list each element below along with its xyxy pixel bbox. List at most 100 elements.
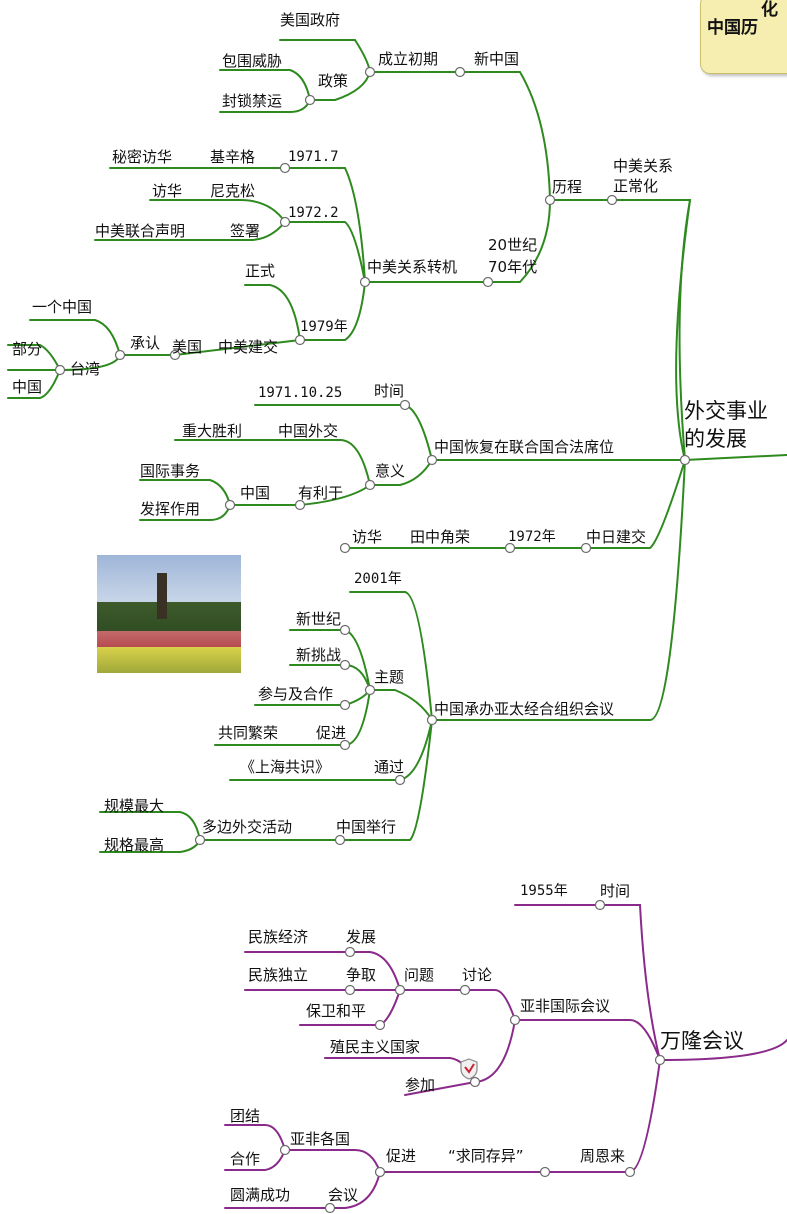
junction-dot — [339, 739, 351, 751]
node-minzuduli: 民族独立 — [248, 966, 309, 984]
node-zhongda: 重大胜利 — [182, 422, 243, 440]
node-taolun: 讨论 — [462, 966, 493, 984]
node-zhongmei-1: 中美关系 — [613, 157, 674, 175]
node-huifu: 中国恢复在联合国合法席位 — [434, 438, 615, 456]
junction-dot — [224, 499, 236, 511]
node-shanghai: 《上海共识》 — [240, 758, 331, 776]
node-waijiao-line2: 的发展 — [684, 427, 747, 451]
node-zhongguo-1: 中国 — [12, 378, 43, 396]
node-fengsuo: 封锁禁运 — [222, 92, 283, 110]
node-duobian: 多边外交活动 — [202, 818, 293, 836]
junction-dot — [279, 1144, 291, 1156]
node-shijian-2: 时间 — [600, 882, 631, 900]
node-waijiao: 外交事业 — [684, 399, 768, 423]
node-zhengshi: 正式 — [245, 262, 276, 280]
junction-dot — [482, 276, 494, 288]
junction-dot — [394, 774, 406, 786]
node-canjia: 参加 — [405, 1076, 436, 1094]
junction-dot — [294, 334, 306, 346]
node-1971-7: 1971.7 — [288, 149, 339, 165]
junction-dot — [339, 699, 351, 711]
node-zhongmei-2: 正常化 — [613, 177, 659, 195]
node-meiguozhengfu: 美国政府 — [280, 11, 341, 29]
junction-dot — [509, 1014, 521, 1026]
junction-dot — [344, 984, 356, 996]
junction-dot — [654, 1054, 666, 1066]
node-wanlong: 万隆会议 — [660, 1029, 744, 1053]
corner-line-1: 化 — [761, 0, 778, 20]
node-zhongguo-2: 中国 — [240, 484, 271, 502]
corner-line-2: 中国历 — [707, 18, 758, 38]
node-zhongguowaijiao: 中国外交 — [278, 422, 339, 440]
node-cujin-2: 促进 — [386, 1147, 417, 1165]
node-zhimin: 殖民主义国家 — [330, 1038, 421, 1056]
junction-dot — [364, 684, 376, 696]
junction-dot — [454, 66, 466, 78]
node-chengren: 承认 — [130, 334, 161, 352]
node-xinshiji: 新世纪 — [296, 610, 342, 628]
junction-dot — [114, 349, 126, 361]
windmill-photo — [97, 555, 241, 673]
junction-dot — [304, 94, 316, 106]
junction-dot — [624, 1166, 636, 1178]
node-jixinge: 基辛格 — [210, 148, 256, 166]
junction-dot — [324, 1202, 336, 1214]
node-shengming: 中美联合声明 — [95, 222, 186, 240]
corner-title-note: 化 中国历 — [700, 0, 787, 74]
node-apec: 中国承办亚太经合组织会议 — [434, 700, 615, 718]
node-yigezhongguo: 一个中国 — [32, 298, 93, 316]
node-baowei: 包围威胁 — [222, 52, 283, 70]
node-tuanjie: 团结 — [230, 1107, 261, 1125]
junction-dot — [359, 276, 371, 288]
node-1972-2: 1972.2 — [288, 205, 339, 221]
junction-dot — [594, 899, 606, 911]
node-jianjiao: 中美建交 — [218, 338, 279, 356]
node-huiyi: 会议 — [328, 1186, 359, 1204]
junction-dot — [294, 499, 306, 511]
node-yiyi: 意义 — [375, 462, 406, 480]
node-zhouenlai: 周恩来 — [580, 1147, 626, 1165]
junction-dot — [339, 624, 351, 636]
node-year70-b: 70年代 — [488, 258, 538, 276]
node-tongguo: 通过 — [374, 758, 405, 776]
junction-dot — [374, 1166, 386, 1178]
node-guimo: 规模最大 — [104, 797, 165, 815]
node-meiguo: 美国 — [172, 338, 203, 356]
junction-dot — [426, 714, 438, 726]
node-qiutong: “求同存异” — [448, 1147, 524, 1165]
node-bufen: 部分 — [12, 340, 43, 358]
junction-dot — [339, 542, 351, 554]
node-gongtong: 共同繁荣 — [218, 724, 279, 742]
node-zhongri: 中日建交 — [586, 528, 647, 546]
junction-dot — [469, 1076, 481, 1088]
node-mimi: 秘密访华 — [112, 148, 173, 166]
node-yafei: 亚非国际会议 — [520, 997, 611, 1015]
node-xinzhongguo: 新中国 — [474, 50, 520, 68]
node-lishi: 历程 — [552, 178, 583, 196]
junction-dot — [394, 984, 406, 996]
junction-dot — [339, 659, 351, 671]
junction-dot — [544, 194, 556, 206]
node-qianshu: 签署 — [230, 222, 261, 240]
node-minzujingji: 民族经济 — [248, 928, 309, 946]
node-hezuo: 合作 — [230, 1150, 261, 1168]
node-fazhan: 发展 — [346, 928, 377, 946]
node-juxing: 中国举行 — [336, 818, 397, 836]
junction-dot — [426, 454, 438, 466]
junction-dot — [364, 479, 376, 491]
junction-dot — [504, 542, 516, 554]
node-yuanman: 圆满成功 — [230, 1186, 291, 1204]
node-guige: 规格最高 — [104, 836, 165, 854]
node-cujin-1: 促进 — [316, 724, 347, 742]
node-taiwan: 台湾 — [70, 360, 101, 378]
junction-dot — [364, 66, 376, 78]
node-yafeigeguo: 亚非各国 — [290, 1130, 351, 1148]
junction-dot — [606, 194, 618, 206]
junction-dot — [580, 542, 592, 554]
node-canyu: 参与及合作 — [258, 685, 334, 703]
node-zhengqu: 争取 — [346, 966, 377, 984]
node-fanghua-1: 访华 — [152, 182, 183, 200]
junction-dot — [279, 162, 291, 174]
node-youliyu: 有利于 — [298, 484, 344, 502]
node-tianzhong: 田中角荣 — [410, 528, 471, 546]
